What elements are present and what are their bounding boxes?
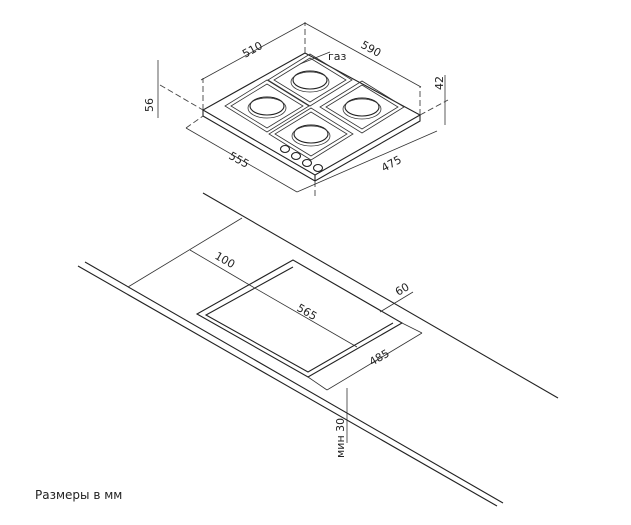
dim-100: 100 [213,249,238,271]
dim-56: 56 [143,98,156,112]
countertop: 100 565 60 485 мин 30 [77,192,559,507]
control-knobs [279,144,324,173]
dim-475: 475 [379,153,404,175]
dim-510: 510 [240,39,265,61]
dimension-lines [157,22,449,197]
burners [224,53,405,161]
units-caption: Размеры в мм [35,488,123,502]
hob: 510 590 56 42 555 475 газ [143,22,449,197]
dim-485: 485 [367,347,392,369]
dim-555: 555 [227,149,252,171]
dim-60: 60 [393,280,412,298]
dim-min-30: мин 30 [334,418,347,458]
dim-42: 42 [433,76,446,90]
gas-label: газ [328,50,347,63]
dim-590: 590 [359,38,384,60]
dim-565: 565 [295,301,320,323]
